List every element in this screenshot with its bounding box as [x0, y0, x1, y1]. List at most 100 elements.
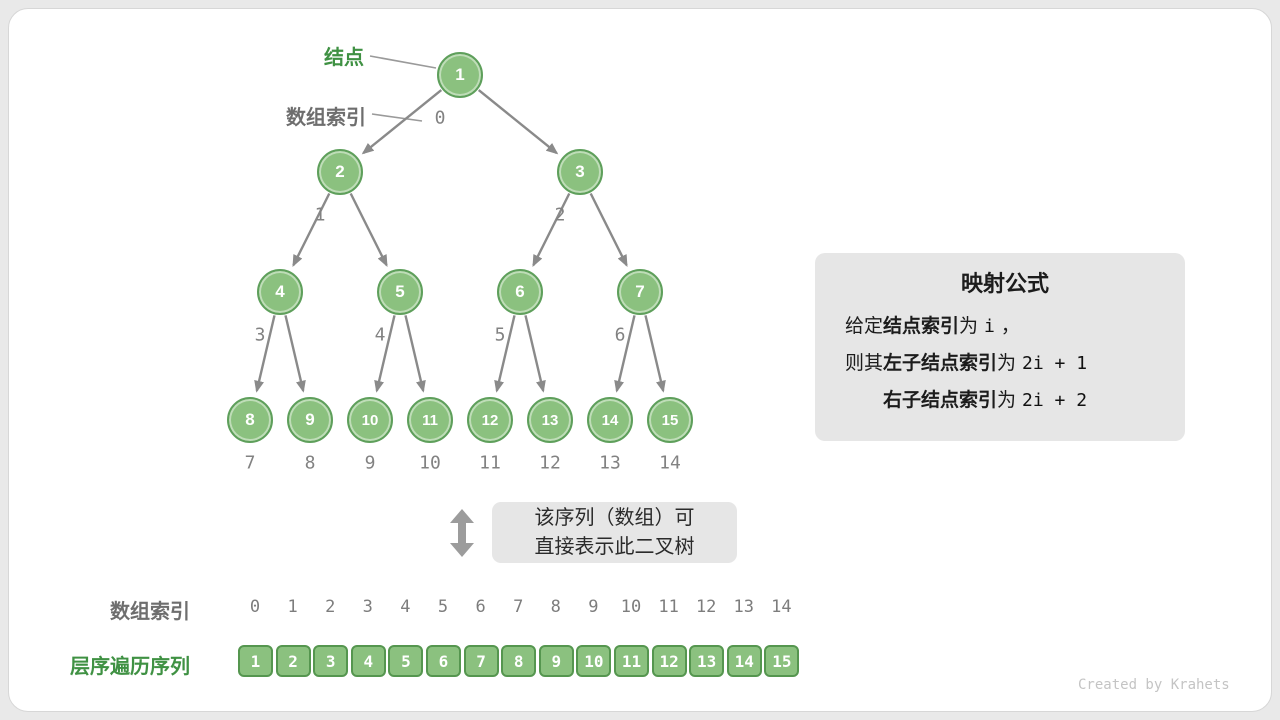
array-col-index-13: 13 [733, 597, 755, 617]
tree-node-11: 11 [407, 397, 453, 443]
tree-node-15: 15 [647, 397, 693, 443]
node-array-index-2: 2 [554, 204, 566, 226]
node-pointer-line [369, 55, 437, 69]
node-array-index-10: 10 [419, 452, 441, 474]
node-pointer-label: 结点 [324, 47, 364, 69]
tree-edges [254, 55, 666, 393]
tree-edge [254, 315, 276, 393]
tree-node-12: 12 [467, 397, 513, 443]
node-array-index-7: 7 [244, 452, 256, 474]
array-cell-13: 13 [689, 645, 725, 677]
tree-edge [292, 192, 331, 267]
formula-text: 为 [997, 390, 1017, 411]
tree-edge [477, 89, 559, 155]
formula-title: 映射公式 [960, 271, 1049, 296]
node-array-index-4: 4 [374, 324, 386, 346]
bottom-array-index-label: 数组索引 [110, 601, 190, 623]
formula-text: 则其 [845, 353, 884, 374]
formula-bold-node-index: 结点索引 [883, 316, 960, 337]
formula-bold-right-child-index: 右子结点索引 [883, 390, 998, 411]
tree-node-3: 3 [557, 149, 603, 195]
formula-code-right: 2i + 2 [1022, 390, 1088, 411]
tree-node-8: 8 [227, 397, 273, 443]
tree-node-6: 6 [497, 269, 543, 315]
array-cell-3: 3 [313, 645, 349, 677]
array-col-index-6: 6 [475, 597, 486, 617]
node-array-index-8: 8 [304, 452, 316, 474]
node-array-index-1: 1 [314, 204, 326, 226]
array-cell-8: 8 [501, 645, 537, 677]
array-cell-5: 5 [388, 645, 424, 677]
node-array-index-3: 3 [254, 324, 266, 346]
tree-node-9: 9 [287, 397, 333, 443]
node-array-index-5: 5 [494, 324, 506, 346]
array-col-index-14: 14 [771, 597, 792, 617]
tree-node-5: 5 [377, 269, 423, 315]
array-cell-2: 2 [275, 645, 311, 677]
array-col-index-12: 12 [695, 597, 717, 617]
array-cell-11: 11 [614, 645, 649, 677]
node-array-index-6: 6 [614, 324, 626, 346]
credit-text: Created by Krahets [1078, 677, 1230, 693]
tree-edge [494, 315, 516, 393]
tree-edge [361, 89, 443, 155]
array-col-index-5: 5 [437, 597, 449, 617]
array-cell-6: 6 [426, 645, 461, 677]
formula-code-left: 2i + 1 [1022, 353, 1088, 374]
note-line-2: 直接表示此二叉树 [534, 535, 695, 558]
array-col-index-7: 7 [513, 597, 524, 617]
up-down-arrow-icon [450, 509, 474, 557]
node-array-index-11: 11 [479, 452, 501, 474]
tree-edge [284, 315, 306, 393]
tree-node-7: 7 [617, 269, 663, 315]
level-order-sequence-label: 层序遍历序列 [70, 656, 190, 678]
array-cell-4: 4 [350, 645, 386, 677]
tree-node-1: 1 [437, 52, 483, 98]
node-array-index-12: 12 [539, 452, 561, 474]
index-pointer-line [371, 113, 423, 122]
array-col-index-0: 0 [249, 597, 261, 617]
tree-edge [524, 315, 546, 393]
tree-edge [374, 315, 396, 393]
array-col-index-11: 11 [658, 597, 679, 617]
tree-node-10: 10 [347, 397, 393, 443]
tree-node-13: 13 [527, 397, 573, 443]
formula-text: 给定 [845, 316, 884, 337]
array-col-index-8: 8 [550, 597, 561, 617]
array-col-index-3: 3 [362, 597, 373, 617]
array-cell-7: 7 [463, 645, 499, 677]
note-line-1: 该序列（数组）可 [534, 506, 695, 529]
node-array-index-0: 0 [434, 107, 446, 129]
tree-edge [532, 192, 571, 267]
array-cell-14: 14 [726, 645, 762, 677]
node-array-index-13: 13 [599, 452, 621, 474]
array-cell-1: 1 [238, 645, 273, 677]
formula-text: 为 [959, 316, 979, 337]
array-col-index-2: 2 [325, 597, 336, 617]
array-col-index-10: 10 [620, 597, 642, 617]
array-cell-9: 9 [538, 645, 574, 677]
tree-edge [404, 315, 426, 393]
tree-node-2: 2 [317, 149, 363, 195]
array-col-index-4: 4 [400, 597, 411, 617]
array-note-box: 该序列（数组）可 直接表示此二叉树 [492, 502, 737, 563]
array-col-index-1: 1 [287, 597, 298, 617]
formula-bold-left-child-index: 左子结点索引 [883, 353, 998, 374]
tree-edge [644, 315, 666, 393]
formula-text: 为 [997, 353, 1017, 374]
tree-node-14: 14 [587, 397, 633, 443]
array-cell-12: 12 [651, 645, 687, 677]
formula-code-i: i [984, 316, 995, 337]
tree-edge [349, 192, 388, 267]
array-index-pointer-label: 数组索引 [286, 107, 366, 129]
array-cell-10: 10 [576, 645, 612, 677]
tree-node-4: 4 [257, 269, 303, 315]
tree-edge [614, 315, 636, 393]
node-array-index-14: 14 [659, 452, 681, 474]
array-cell-15: 15 [764, 645, 800, 677]
